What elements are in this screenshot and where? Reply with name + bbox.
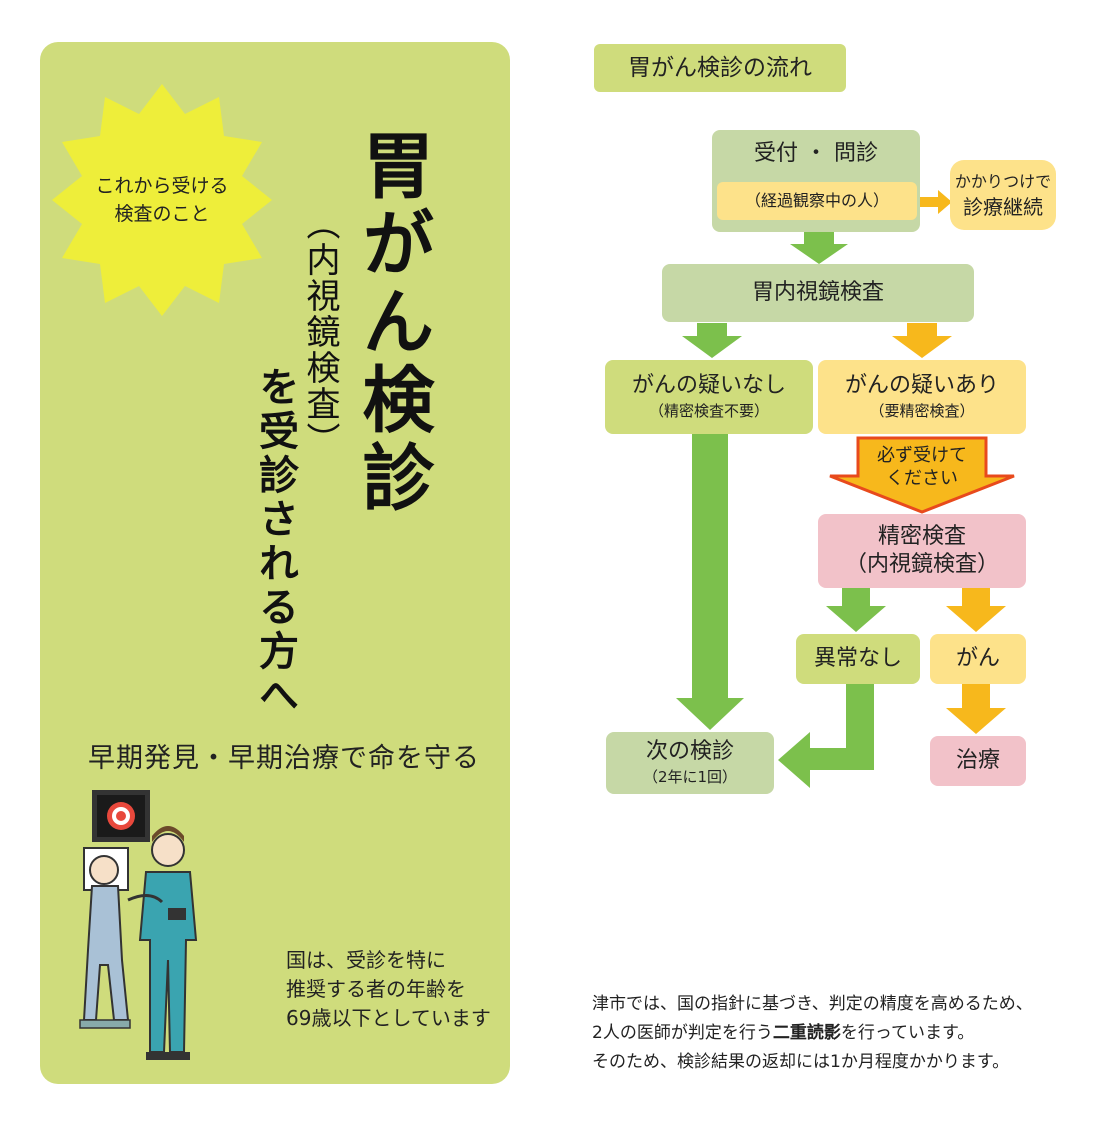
arrow-to-next-exam	[676, 434, 744, 730]
badge-text: これから受ける 検査のこと	[52, 172, 272, 228]
arrow-reception-to-endoscopy	[790, 232, 848, 264]
reception-label: 受付 ・ 問診	[754, 141, 878, 166]
footer-line-1: 津市では、国の指針に基づき、判定の精度を高めるため、	[592, 994, 1033, 1014]
footer-line-2: 2人の医師が判定を行う二重読影を行っています。	[592, 1019, 1033, 1048]
suspicion-box: がんの疑いあり （要精密検査）	[818, 360, 1026, 434]
detailed-exam-line-1: 精密検査	[877, 524, 966, 549]
starburst-badge	[52, 84, 272, 316]
badge-line-2: 検査のこと	[114, 203, 210, 225]
arrow-to-no-suspicion	[682, 323, 742, 358]
suspicion-label: がんの疑いあり	[844, 373, 999, 398]
next-exam-note: （2年に1回）	[642, 768, 738, 786]
detailed-exam-line-2: （内視鏡検査）	[844, 552, 999, 577]
endoscopy-label: 胃内視鏡検査	[751, 280, 884, 305]
must-arrow	[829, 436, 1015, 514]
treatment-box: 治療	[930, 736, 1026, 786]
must-line-2: ください	[886, 468, 958, 489]
normal-box: 異常なし	[796, 634, 920, 684]
arrow-to-treatment	[946, 684, 1006, 734]
doctor-patient-illustration	[79, 790, 198, 1060]
detailed-exam-box: 精密検査 （内視鏡検査）	[818, 514, 1026, 588]
family-doctor-line-2: 診療継続	[963, 195, 1043, 219]
footer-line-2-post: を行っています。	[840, 1023, 975, 1043]
footer-line-2-pre: 2人の医師が判定を行う	[592, 1023, 773, 1043]
arrow-to-family-doctor	[918, 190, 952, 214]
age-note: 国は、受診を特に 推奨する者の年齢を 69歳以下としています	[286, 946, 491, 1033]
no-suspicion-box: がんの疑いなし （精密検査不要）	[605, 360, 813, 434]
suspicion-note: （要精密検査）	[869, 402, 975, 420]
normal-label: 異常なし	[813, 646, 902, 671]
arrow-to-suspicion	[892, 323, 952, 358]
endoscopy-box: 胃内視鏡検査	[662, 264, 974, 322]
title-parenthetical: （内視鏡検査）	[300, 206, 340, 458]
arrow-normal-to-next-exam	[778, 684, 874, 788]
age-note-line-1: 国は、受診を特に	[286, 948, 446, 972]
observation-label: （経過観察中の人）	[744, 191, 889, 210]
cancer-box: がん	[930, 634, 1026, 684]
family-doctor-line-1: かかりつけで	[954, 172, 1052, 191]
flow-title: 胃がん検診の流れ	[594, 44, 846, 92]
main-title: 胃がん検診	[350, 128, 434, 518]
age-note-line-2: 推奨する者の年齢を	[286, 977, 466, 1001]
observation-box: （経過観察中の人）	[717, 182, 917, 220]
no-suspicion-note: （精密検査不要）	[648, 402, 769, 420]
no-suspicion-label: がんの疑いなし	[631, 373, 786, 398]
must-line-1: 必ず受けて	[877, 445, 967, 466]
subtitle: を受診される方へ	[252, 366, 298, 718]
slogan: 早期発見・早期治療で命を守る	[88, 743, 480, 774]
treatment-label: 治療	[955, 748, 1000, 773]
must-text: 必ず受けて ください	[858, 442, 986, 492]
cancer-label: がん	[955, 646, 1000, 671]
next-exam-box: 次の検診 （2年に1回）	[606, 732, 774, 794]
badge-line-1: これから受ける	[95, 175, 229, 197]
footer-line-3: そのため、検診結果の返却には1か月程度かかります。	[592, 1052, 1010, 1072]
arrow-to-cancer	[946, 588, 1006, 632]
arrow-to-normal	[826, 588, 886, 632]
next-exam-label: 次の検診	[645, 739, 734, 764]
footer-note: 津市では、国の指針に基づき、判定の精度を高めるため、 2人の医師が判定を行う二重…	[592, 990, 1033, 1077]
footer-line-2-bold: 二重読影	[772, 1023, 841, 1043]
family-doctor-box: かかりつけで 診療継続	[950, 160, 1056, 230]
age-note-line-3: 69歳以下としています	[286, 1006, 491, 1030]
